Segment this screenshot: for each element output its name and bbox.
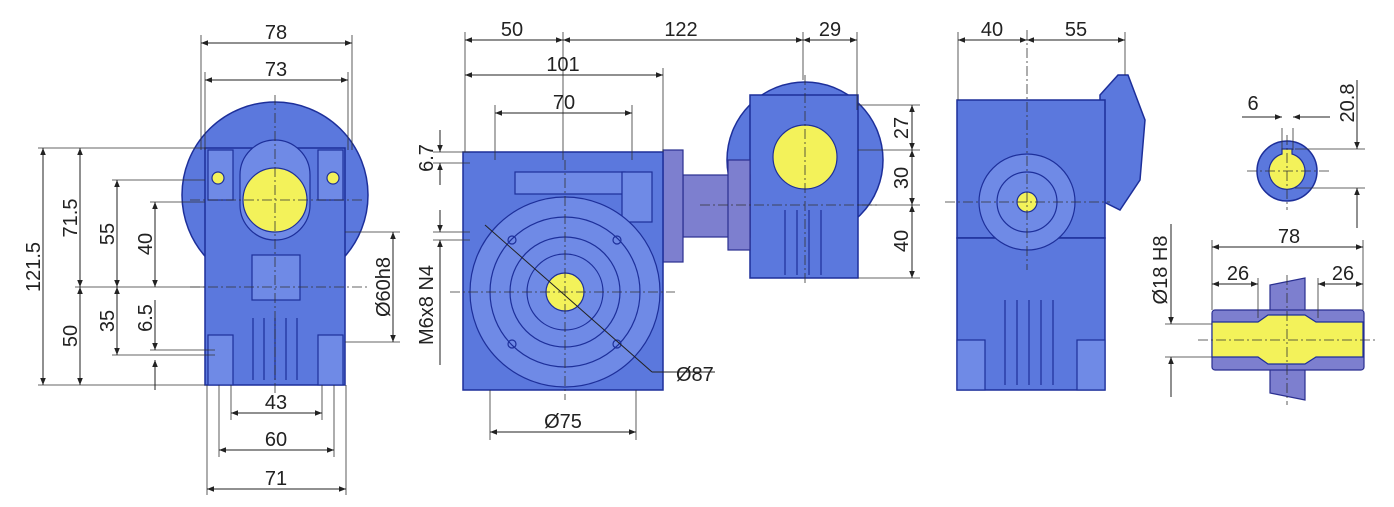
dim-width-101: 101 bbox=[546, 54, 579, 76]
dim-width-50: 50 bbox=[501, 19, 523, 41]
dim-diameter-75: Ø75 bbox=[544, 411, 582, 433]
keyed-bore bbox=[1268, 148, 1306, 190]
dim-key-width: 6 bbox=[1247, 93, 1258, 115]
dim-width-55: 55 bbox=[1065, 19, 1087, 41]
dim-height-6-7: 6.7 bbox=[416, 144, 438, 172]
dim-width-43: 43 bbox=[265, 392, 287, 414]
front-view: 78 73 121.5 71.5 55 40 50 35 6.5 Ø60h8 4… bbox=[23, 22, 400, 495]
dim-shaft-length: 78 bbox=[1278, 226, 1300, 248]
dim-key-height: 20.8 bbox=[1337, 84, 1359, 123]
dim-width-122: 122 bbox=[664, 19, 697, 41]
dim-width-73: 73 bbox=[265, 59, 287, 81]
dim-width-60: 60 bbox=[265, 429, 287, 451]
dim-diameter-87: Ø87 bbox=[676, 364, 714, 386]
dim-height-35: 35 bbox=[97, 310, 119, 332]
dim-width-29: 29 bbox=[819, 19, 841, 41]
dim-height-6-5: 6.5 bbox=[135, 304, 157, 332]
thread-spec: M6x8 N4 bbox=[416, 265, 438, 345]
dim-height-40: 40 bbox=[135, 233, 157, 255]
dim-height-27: 27 bbox=[891, 117, 913, 139]
side-view: 50 122 29 101 70 6.7 M6x8 N4 Ø87 Ø75 27 … bbox=[416, 19, 920, 440]
hollow-shaft-detail: 6 20.8 78 26 26 Ø18 H8 bbox=[1150, 80, 1378, 405]
dim-height-71-5: 71.5 bbox=[60, 199, 82, 238]
dim-height-55: 55 bbox=[97, 223, 119, 245]
dim-height-121-5: 121.5 bbox=[23, 242, 45, 292]
dim-end-left: 26 bbox=[1227, 263, 1249, 285]
dim-height-30: 30 bbox=[891, 167, 913, 189]
dim-end-right: 26 bbox=[1332, 263, 1354, 285]
dim-width-40-rear: 40 bbox=[981, 19, 1003, 41]
dim-width-71: 71 bbox=[265, 468, 287, 490]
dim-width-70: 70 bbox=[553, 92, 575, 114]
dim-flange-diameter: Ø60h8 bbox=[373, 257, 395, 317]
dim-width-78: 78 bbox=[265, 22, 287, 44]
dim-height-50: 50 bbox=[60, 325, 82, 347]
dim-bore-diameter: Ø18 H8 bbox=[1150, 236, 1172, 305]
shaft-bore bbox=[1211, 314, 1364, 365]
rear-view: 40 55 bbox=[945, 19, 1146, 391]
dim-height-40-side: 40 bbox=[891, 230, 913, 252]
